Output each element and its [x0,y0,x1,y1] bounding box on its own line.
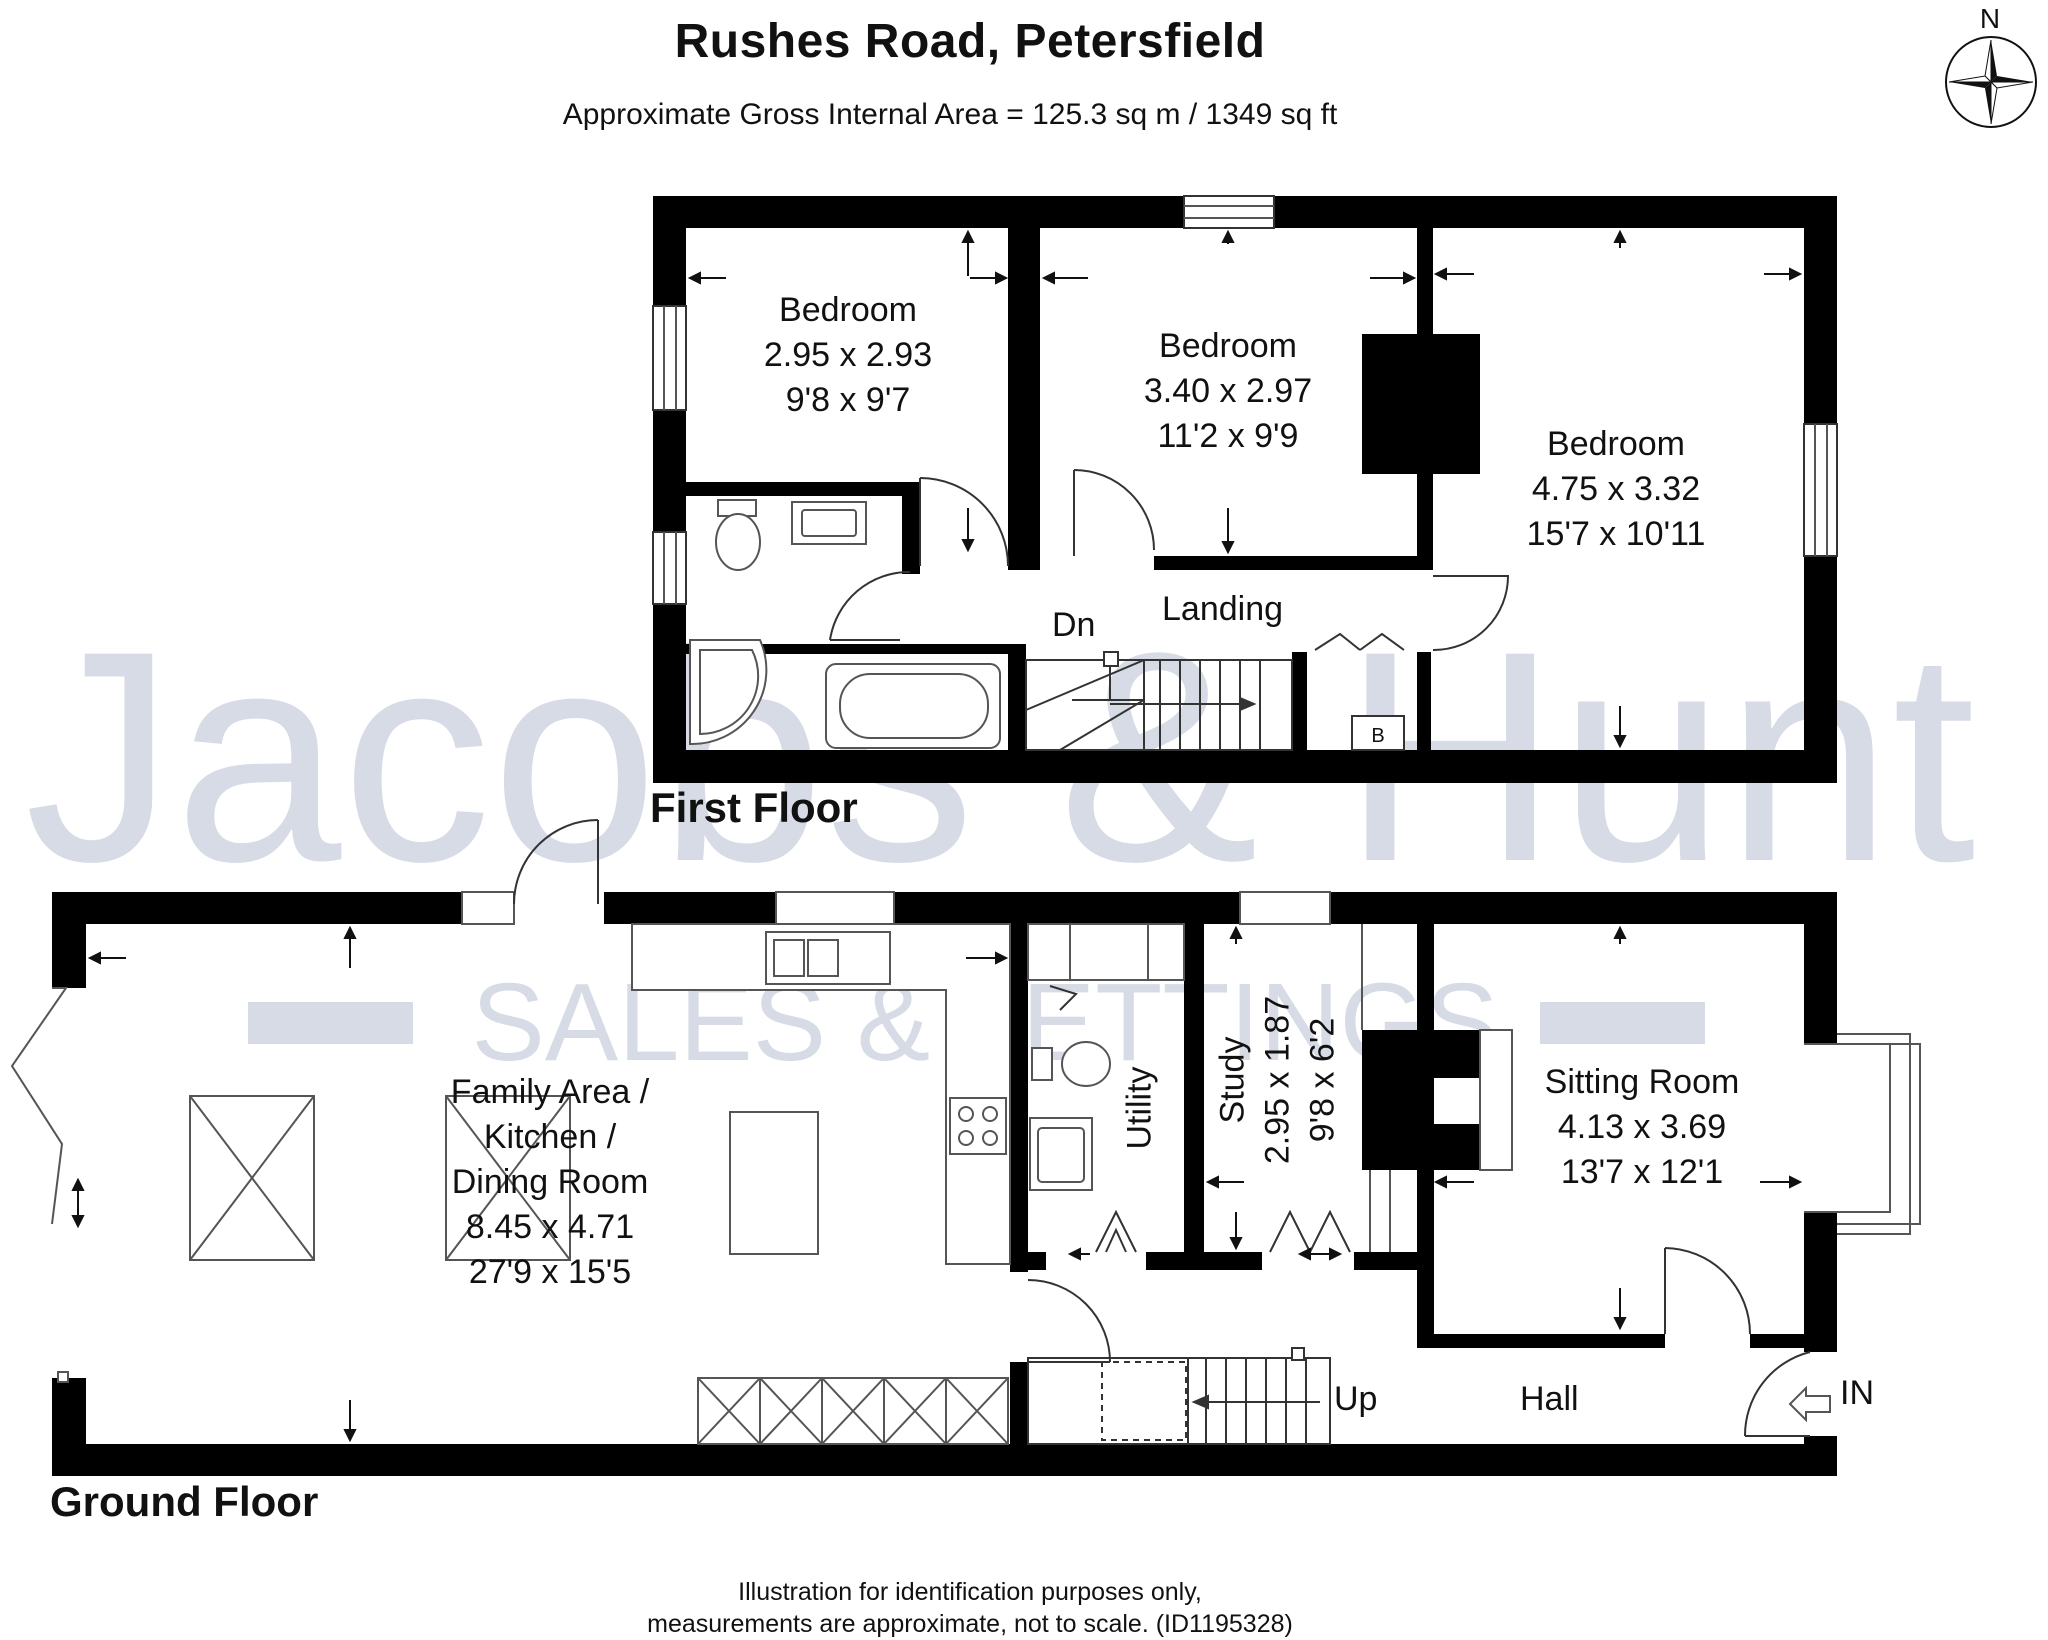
disclaimer-line-1: Illustration for identification purposes… [738,1578,1202,1606]
ground-floor-measure-arrows [71,925,1803,1443]
compass-north-label: N [1980,3,2000,34]
room-size-metric: 8.45 x 4.71 [465,1208,635,1246]
first-floor-windows-detail [663,205,1828,604]
room-size-imperial: 9'8 x 6'2 [1303,1017,1342,1143]
room-bedroom-2: Bedroom 2.95 x 2.93 9'8 x 9'7 [718,288,978,423]
compass-rose-icon: N [1945,3,2037,128]
room-size-metric: 3.40 x 2.97 [1143,372,1313,410]
room-family-kitchen-dining: Family Area / Kitchen / Dining Room 8.45… [400,1070,700,1295]
room-name: Sitting Room [1544,1063,1740,1101]
room-size-imperial: 13'7 x 12'1 [1560,1153,1724,1191]
room-size-metric: 2.95 x 1.87 [1258,995,1297,1165]
ground-floor-walls [52,892,1837,1476]
first-floor-windows [652,195,1838,605]
stairs-up-label: Up [1334,1380,1378,1418]
room-name: Bedroom [1159,327,1297,365]
room-name-line3: Dining Room [451,1163,649,1201]
room-sitting-room: Sitting Room 4.13 x 3.69 13'7 x 12'1 [1512,1060,1772,1195]
room-size-metric: 2.95 x 2.93 [763,336,933,374]
room-name-line2: Kitchen / [483,1118,617,1156]
room-study-text: Study 2.95 x 1.87 9'8 x 6'2 [1211,930,1346,1230]
room-name: Bedroom [1547,425,1685,463]
room-name: Study [1213,1036,1252,1124]
room-name-line1: Family Area / [450,1073,650,1111]
watermark-bar-left [248,1002,413,1044]
room-name: Bedroom [779,291,917,329]
ground-floor-doors [513,819,1811,1437]
room-landing: Landing [1162,590,1284,628]
ground-floor-hatching [189,924,1391,1445]
first-floor-label: First Floor [650,784,858,831]
room-size-imperial: 11'2 x 9'9 [1157,417,1299,455]
room-size-metric: 4.75 x 3.32 [1531,470,1701,508]
first-floor-measure-arrows [687,229,1803,749]
boiler-label: B [1371,725,1384,747]
room-hall: Hall [1520,1380,1579,1418]
stairs-down-label: Dn [1052,606,1096,644]
room-size-imperial: 27'9 x 15'5 [468,1253,632,1291]
first-floor-stairs [1025,651,1293,751]
watermark-bar-right [1540,1002,1705,1044]
ground-floor-label: Ground Floor [50,1478,319,1525]
entrance-arrow-icon [1788,1385,1831,1423]
room-size-imperial: 9'8 x 9'7 [785,381,911,419]
room-name: Utility [1120,1066,1159,1150]
ground-floor-stairs [1027,1347,1331,1445]
first-floor-doors [829,469,1510,652]
disclaimer-line-2: measurements are approximate, not to sca… [647,1610,1293,1638]
bathroom-fixtures [689,499,1001,749]
page-title: Rushes Road, Petersfield [674,15,1266,68]
boiler-icon [1351,715,1405,751]
room-bedroom-1: Bedroom 4.75 x 3.32 15'7 x 10'11 [1486,422,1746,557]
room-size-imperial: 15'7 x 10'11 [1526,515,1706,553]
entrance-label: IN [1840,1374,1874,1412]
room-bedroom-3: Bedroom 3.40 x 2.97 11'2 x 9'9 [1098,324,1358,459]
gross-area: Approximate Gross Internal Area = 125.3 … [562,98,1338,131]
room-size-metric: 4.13 x 3.69 [1557,1108,1727,1146]
